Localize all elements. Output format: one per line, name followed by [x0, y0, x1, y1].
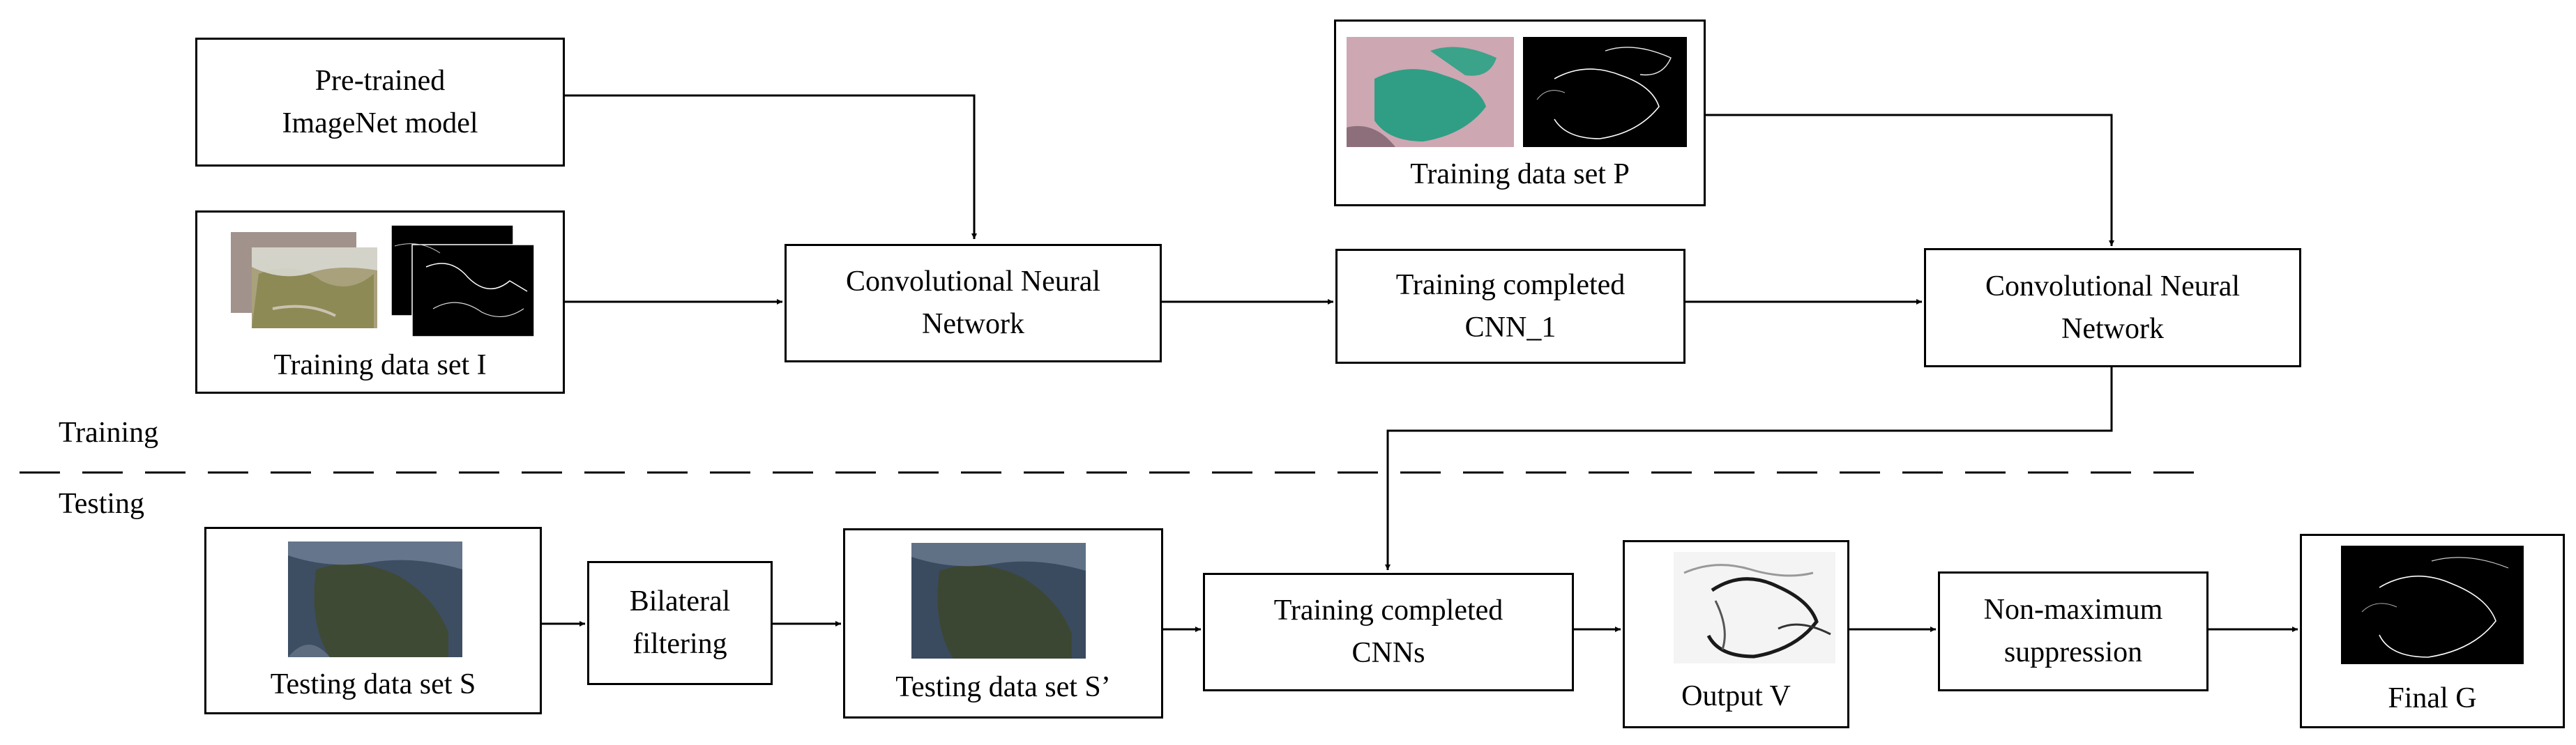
cnn-line2: Network [922, 308, 1024, 340]
cnn2-line2: Network [2061, 312, 2164, 345]
pretrained-line1: Pre-trained [315, 64, 446, 97]
edge-cnn2-to-completed-cnns [1385, 367, 2113, 570]
edge-map-stack [391, 225, 535, 337]
testing-set-s-prime-caption: Testing data set S’ [895, 671, 1111, 703]
testing-stage-label: Testing [59, 488, 145, 520]
cnn2-line1: Convolutional Neural [1985, 270, 2241, 302]
training-stage-label: Training [59, 417, 159, 449]
testing-s-prime-image [911, 543, 1086, 659]
edge-pretrained-to-cnn [565, 94, 977, 239]
completed-cnn1-line2: CNN_1 [1464, 311, 1556, 344]
nms-line2: suppression [2003, 636, 2143, 668]
output-v-image [1674, 552, 1835, 663]
edge-set-p-to-cnn2 [1706, 114, 2114, 246]
output-v-node: Output V [1623, 540, 1849, 728]
training-p-edge-map [1523, 37, 1687, 147]
bilateral-line2: filtering [632, 628, 727, 660]
testing-set-s-node: Testing data set S [204, 527, 542, 714]
nms-line1: Non-maximum [1983, 594, 2163, 627]
cnn2-node: Convolutional Neural Network [1924, 248, 2301, 367]
training-set-i-node: Training data set I [195, 210, 565, 394]
pretrained-line2: ImageNet model [282, 107, 478, 139]
pretrained-imagenet-node: Pre-trained ImageNet model [195, 38, 565, 167]
testing-s-image [288, 542, 462, 657]
bilateral-line1: Bilateral [629, 585, 731, 618]
cnn-line1: Convolutional Neural [845, 266, 1101, 298]
training-image-stack [231, 232, 377, 328]
training-set-i-caption: Training data set I [273, 349, 487, 381]
final-g-image [2341, 546, 2524, 664]
training-p-image [1347, 37, 1514, 147]
completed-cnns-line1: Training completed [1273, 594, 1503, 627]
non-maximum-suppression-node: Non-maximum suppression [1938, 571, 2208, 691]
cnn-node: Convolutional Neural Network [785, 244, 1162, 362]
training-set-p-caption: Training data set P [1410, 158, 1630, 190]
testing-set-s-prime-node: Testing data set S’ [843, 528, 1163, 719]
final-g-node: Final G [2300, 534, 2565, 728]
final-g-caption: Final G [2388, 682, 2477, 714]
training-set-p-node: Training data set P [1334, 20, 1706, 206]
testing-set-s-caption: Testing data set S [270, 668, 476, 700]
bilateral-filtering-node: Bilateral filtering [587, 561, 773, 685]
completed-cnns-line2: CNNs [1351, 637, 1425, 669]
training-completed-cnn1-node: Training completed CNN_1 [1335, 249, 1685, 364]
completed-cnn1-line1: Training completed [1395, 268, 1626, 301]
output-v-caption: Output V [1681, 680, 1791, 712]
training-completed-cnns-node: Training completed CNNs [1203, 573, 1574, 691]
